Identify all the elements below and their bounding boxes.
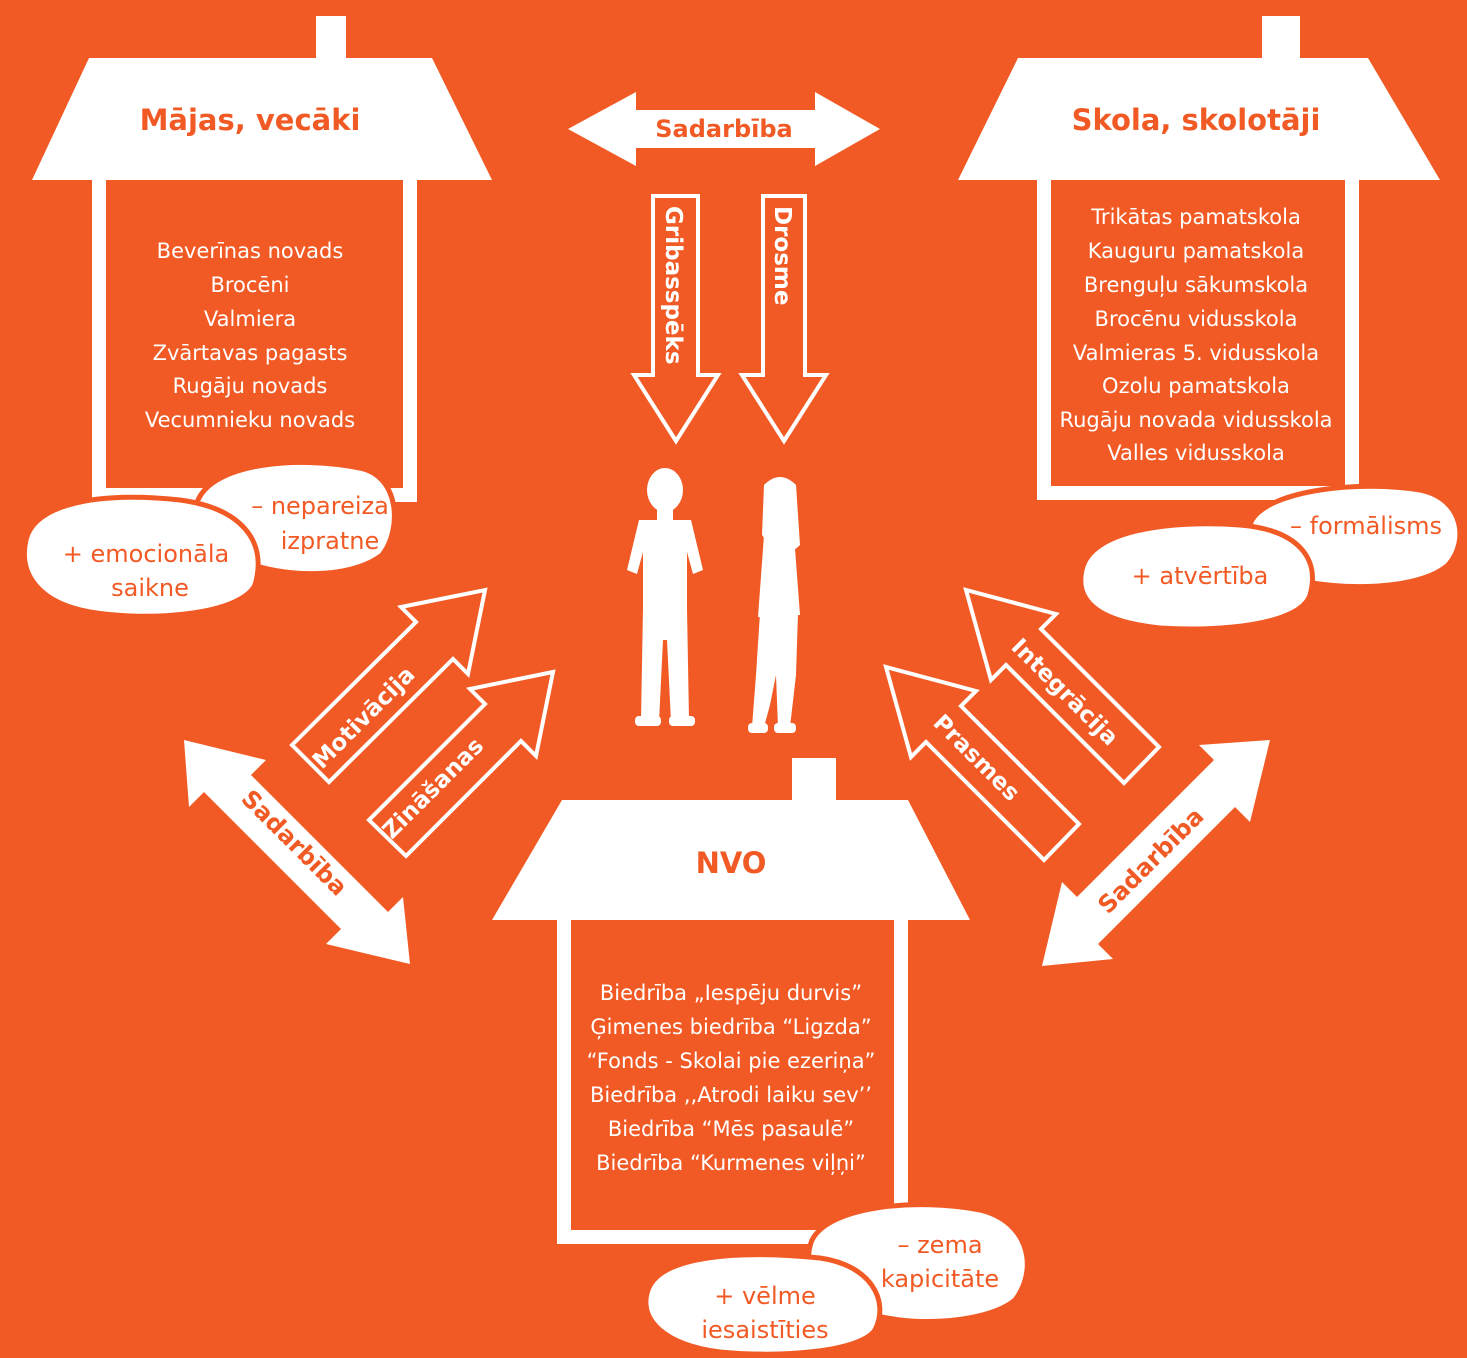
home-item: Zvārtavas pagasts	[153, 341, 348, 365]
willpower-label: Gribasspēks	[660, 206, 686, 365]
ngo-item: Biedrība „Iespēju durvis”	[600, 981, 862, 1005]
ngo-item: Ģimenes biedrība “Ligzda”	[590, 1015, 871, 1039]
ngo-item: “Fonds - Skolai pie ezeriņa”	[587, 1049, 876, 1073]
school-roof	[958, 58, 1440, 180]
school-title: Skola, skolotāji	[1072, 103, 1321, 137]
top-cooperation-label: Sadarbība	[655, 115, 792, 143]
school-house: Skola, skolotāji Trikātas pamatskola Kau…	[958, 16, 1463, 632]
school-item: Valles vidusskola	[1107, 441, 1285, 465]
school-item: Valmieras 5. vidusskola	[1073, 341, 1319, 365]
home-chimney	[316, 16, 346, 58]
school-item: Brenguļu sākumskola	[1084, 273, 1308, 297]
home-item: Brocēni	[210, 273, 289, 297]
courage-label: Drosme	[769, 206, 795, 306]
ngo-walls	[557, 920, 908, 1244]
ngo-house: NVO Biedrība „Iespēju durvis” Ģimenes bi…	[492, 758, 1030, 1357]
school-item: Rugāju novada vidusskola	[1059, 408, 1332, 432]
right-cooperation-arrow: Sadarbība	[1042, 740, 1270, 966]
girl-silhouette	[748, 477, 800, 733]
top-cooperation-arrow: Sadarbība	[568, 92, 880, 166]
home-plus-line1: + emocionāla	[63, 540, 229, 568]
ngo-item: Biedrība “Mēs pasaulē”	[608, 1117, 854, 1141]
ngo-item: Biedrība “Kurmenes viļņi”	[596, 1151, 866, 1175]
home-item: Vecumnieku novads	[145, 408, 355, 432]
children-silhouettes	[627, 468, 800, 733]
ngo-title: NVO	[696, 846, 767, 880]
school-plus-line1: + atvērtība	[1132, 562, 1269, 590]
home-item: Valmiera	[204, 307, 296, 331]
home-item: Beverīnas novads	[157, 239, 344, 263]
school-chimney	[1262, 16, 1300, 58]
ngo-minus-line2: kapicitāte	[881, 1265, 999, 1293]
ngo-plus-line2: iesaistīties	[701, 1316, 828, 1344]
home-item: Rugāju novads	[173, 374, 328, 398]
ngo-minus-line1: – zema	[897, 1231, 982, 1259]
ngo-plus-pebble	[643, 1252, 883, 1357]
home-minus-line2: izpratne	[281, 527, 379, 555]
left-cooperation-label: Sadarbība	[236, 784, 353, 901]
ngo-item: Biedrība ,,Atrodi laiku sev’’	[590, 1083, 872, 1107]
motivation-label: Motivācija	[308, 662, 420, 774]
school-item: Brocēnu vidusskola	[1095, 307, 1298, 331]
right-cooperation-label: Sadarbība	[1092, 802, 1209, 919]
home-title: Mājas, vecāki	[140, 103, 361, 137]
home-minus-line1: – nepareiza	[251, 492, 389, 520]
home-plus-pebble	[21, 494, 261, 619]
willpower-arrow: Gribasspēks	[630, 194, 722, 445]
school-item: Kauguru pamatskola	[1088, 239, 1305, 263]
school-plus-pebble	[1078, 521, 1315, 632]
ngo-roof	[492, 800, 970, 920]
school-item: Ozolu pamatskola	[1102, 374, 1290, 398]
home-list: Beverīnas novads Brocēni Valmiera Zvārta…	[145, 239, 355, 432]
home-roof	[32, 58, 492, 180]
ngo-chimney	[792, 758, 836, 800]
ngo-list: Biedrība „Iespēju durvis” Ģimenes biedrī…	[587, 981, 876, 1175]
ngo-plus-line1: + vēlme	[714, 1282, 816, 1310]
school-minus-line1: – formālisms	[1290, 512, 1442, 540]
left-cooperation-arrow: Sadarbība	[184, 740, 410, 964]
home-house: Mājas, vecāki Beverīnas novads Brocēni V…	[21, 16, 492, 619]
boy-silhouette	[627, 468, 703, 726]
school-item: Trikātas pamatskola	[1090, 205, 1301, 229]
school-list: Trikātas pamatskola Kauguru pamatskola B…	[1059, 205, 1332, 465]
courage-arrow: Drosme	[738, 194, 830, 445]
home-plus-line2: saikne	[111, 574, 189, 602]
